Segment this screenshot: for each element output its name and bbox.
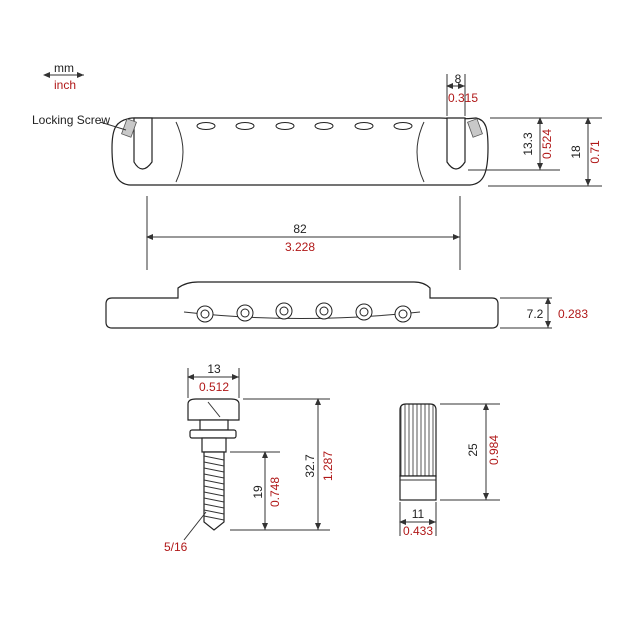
dim-bushing-height: 25 0.984 (440, 403, 501, 501)
stud-screw (187, 398, 240, 531)
unit-legend: mm inch (43, 61, 84, 92)
front-holes (196, 302, 412, 323)
stud-threads (203, 455, 225, 521)
stud-head-mm: 13 (207, 362, 221, 376)
dim-slot-width: 8 0.315 (446, 72, 478, 116)
locking-screw-label: Locking Screw (32, 113, 110, 127)
dim-slot-depth: 13.3 0.524 (468, 117, 560, 171)
stud-head-slot (207, 401, 221, 418)
front-hole-inner (359, 307, 369, 317)
string-hole (314, 122, 334, 130)
stud-spacing-mm: 82 (293, 222, 307, 236)
front-hole-inner (319, 306, 329, 316)
dim-stud-spacing: 82 3.228 (146, 196, 461, 270)
dim-stud-head: 13 0.512 (187, 362, 240, 398)
string-hole (354, 122, 374, 130)
front-height-inch: 0.283 (558, 307, 588, 321)
locking-screw-leader (99, 121, 127, 131)
slot-width-mm: 8 (455, 72, 462, 86)
stud-collar (189, 429, 237, 439)
unit-inch-label: inch (54, 78, 76, 92)
slot-depth-mm: 13.3 (521, 132, 535, 156)
tailpiece-front-view (105, 281, 499, 329)
tailpiece-body (111, 117, 489, 186)
thread-length-mm: 19 (251, 485, 265, 499)
stud-thread-leader (183, 511, 207, 541)
bushing (399, 403, 437, 501)
bridge-height-inch: 0.71 (588, 140, 602, 164)
bushing-knurled (399, 403, 437, 477)
front-hole-inner (240, 308, 250, 318)
stud-spacing-inch: 3.228 (285, 240, 315, 254)
front-body (105, 281, 499, 329)
front-hole-inner (279, 306, 289, 316)
stud-length-mm: 32.7 (303, 454, 317, 478)
string-hole (393, 122, 413, 130)
left-slot (133, 117, 153, 170)
right-curve-line (416, 121, 425, 183)
stud-shank (201, 437, 227, 453)
right-locking-screw (467, 118, 483, 138)
front-hole-inner (398, 309, 408, 319)
slot-depth-inch: 0.524 (540, 129, 554, 159)
unit-mm-label: mm (54, 61, 74, 75)
bushing-width-mm: 11 (412, 507, 425, 521)
slot-width-inch: 0.315 (448, 91, 478, 105)
bushing-width-inch: 0.433 (403, 524, 433, 538)
dim-stud-length: 32.7 1.287 (230, 398, 335, 531)
bridge-height-mm: 18 (569, 145, 583, 159)
right-slot (446, 117, 466, 170)
stud-head-inch: 0.512 (199, 380, 229, 394)
dim-thread-length: 19 0.748 (230, 451, 282, 531)
string-hole (275, 122, 295, 130)
tailpiece-top-view (111, 117, 489, 186)
stud-thread-label: 5/16 (164, 540, 188, 554)
stud-neck (199, 419, 229, 431)
thread-length-inch: 0.748 (268, 477, 282, 507)
string-hole (196, 122, 216, 130)
front-hole-inner (200, 309, 210, 319)
dim-bridge-height: 18 0.71 (488, 117, 602, 187)
dim-bushing-width: 11 0.433 (399, 502, 437, 538)
string-hole (235, 122, 255, 130)
bushing-height-inch: 0.984 (487, 435, 501, 465)
front-height-mm: 7.2 (527, 307, 544, 321)
left-curve-line (175, 121, 184, 183)
bushing-height-mm: 25 (466, 443, 480, 457)
dim-front-height: 7.2 0.283 (500, 297, 588, 329)
stud-length-inch: 1.287 (321, 451, 335, 481)
left-locking-screw (121, 118, 137, 138)
